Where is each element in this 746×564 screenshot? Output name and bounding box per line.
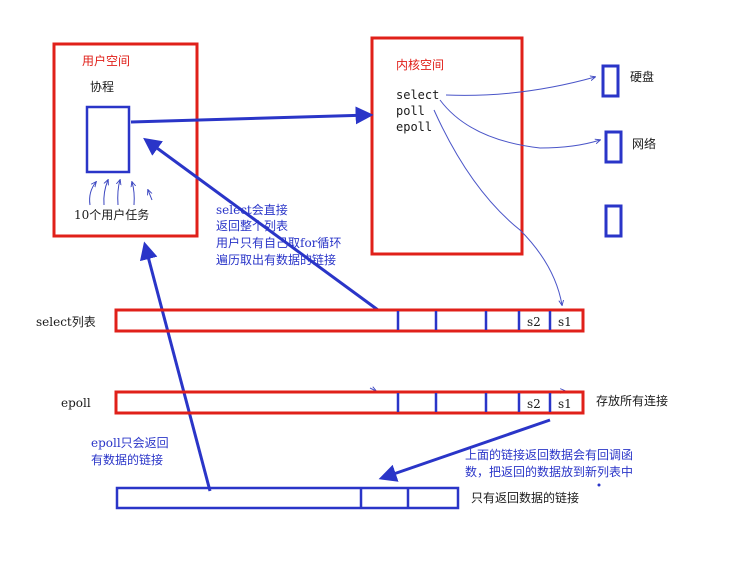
epoll-list-note: 存放所有连接 (596, 394, 669, 408)
kernel-space-box (370, 36, 524, 256)
select-list-bar (114, 308, 585, 333)
epoll-list-label: epoll (61, 396, 91, 410)
kernel-call-select: select (396, 88, 440, 102)
user-space-title: 用户空间 (82, 54, 131, 68)
select-list-label: select列表 (36, 315, 96, 329)
select-note-line-1: select会直接 (216, 203, 288, 217)
user-tasks-label: 10个用户任务 (74, 208, 150, 222)
device-box (604, 204, 623, 238)
disk-label: 硬盘 (630, 70, 655, 84)
flow-arrows (130, 106, 551, 492)
select-note-line-3: 用户只有自己取for循环 (216, 236, 342, 250)
network-box (604, 130, 623, 164)
user-space-box (52, 42, 199, 238)
epoll-list-dividers (396, 393, 552, 412)
epoll-list-bar (114, 390, 585, 415)
coroutine-box (85, 105, 131, 174)
epoll-cell-s2: s2 (527, 397, 541, 411)
result-list-dividers (359, 489, 410, 507)
stray-dot (597, 483, 601, 487)
kernel-space-title: 内核空间 (396, 58, 445, 72)
result-list-note: 只有返回数据的链接 (471, 491, 580, 505)
select-note-line-2: 返回整个列表 (216, 219, 289, 233)
task-arrows (89, 180, 153, 206)
epoll-note-line-2: 有数据的链接 (91, 453, 164, 467)
callback-note-line-2: 数，把返回的数据放到新列表中 (465, 465, 634, 479)
select-cell-s2: s2 (527, 315, 541, 329)
epoll-note-line-1: epoll只会返回 (91, 436, 169, 450)
callback-note-line-1: 上面的链接返回数据会有回调函 (465, 448, 634, 462)
network-label: 网络 (632, 137, 657, 151)
kernel-call-poll: poll (396, 104, 425, 118)
select-list-dividers (396, 311, 552, 330)
select-cell-s1: s1 (558, 315, 572, 329)
kernel-call-epoll: epoll (396, 120, 433, 134)
select-note-line-4: 遍历取出有数据的链接 (216, 253, 337, 267)
result-list-bar (115, 486, 460, 510)
disk-box (601, 64, 620, 98)
coroutine-label: 协程 (90, 80, 115, 94)
epoll-cell-s1: s1 (558, 397, 572, 411)
